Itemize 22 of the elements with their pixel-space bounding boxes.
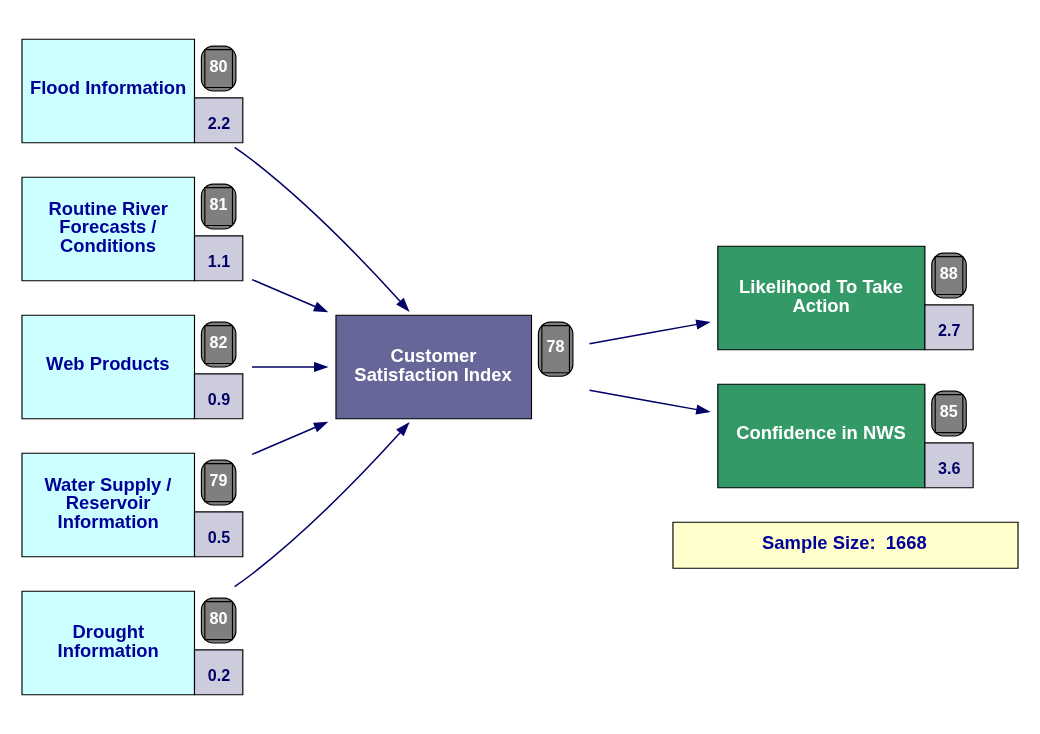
node-label: 79	[209, 470, 228, 489]
arrow	[251, 421, 329, 456]
node-label: 0.2	[207, 666, 231, 685]
node-label: 80	[209, 56, 228, 75]
node-label: 85	[939, 401, 958, 420]
arrow	[588, 319, 711, 345]
node-label: 1.1	[207, 252, 231, 271]
node-label: 0.9	[207, 390, 231, 409]
node-label: 0.5	[207, 528, 231, 547]
arrow	[233, 422, 410, 588]
node-label: 3.6	[938, 459, 961, 478]
arrow	[251, 278, 329, 313]
node-label: 88	[939, 263, 958, 282]
node-label: 2.2	[207, 114, 231, 133]
arrow	[588, 389, 711, 415]
arrow	[251, 361, 329, 373]
arrow	[233, 146, 410, 312]
node-label: 81	[209, 194, 228, 213]
node-label: 2.7	[938, 321, 961, 340]
node-label: 80	[209, 608, 228, 627]
node-label: 78	[546, 337, 565, 356]
node-label: 82	[209, 332, 228, 351]
